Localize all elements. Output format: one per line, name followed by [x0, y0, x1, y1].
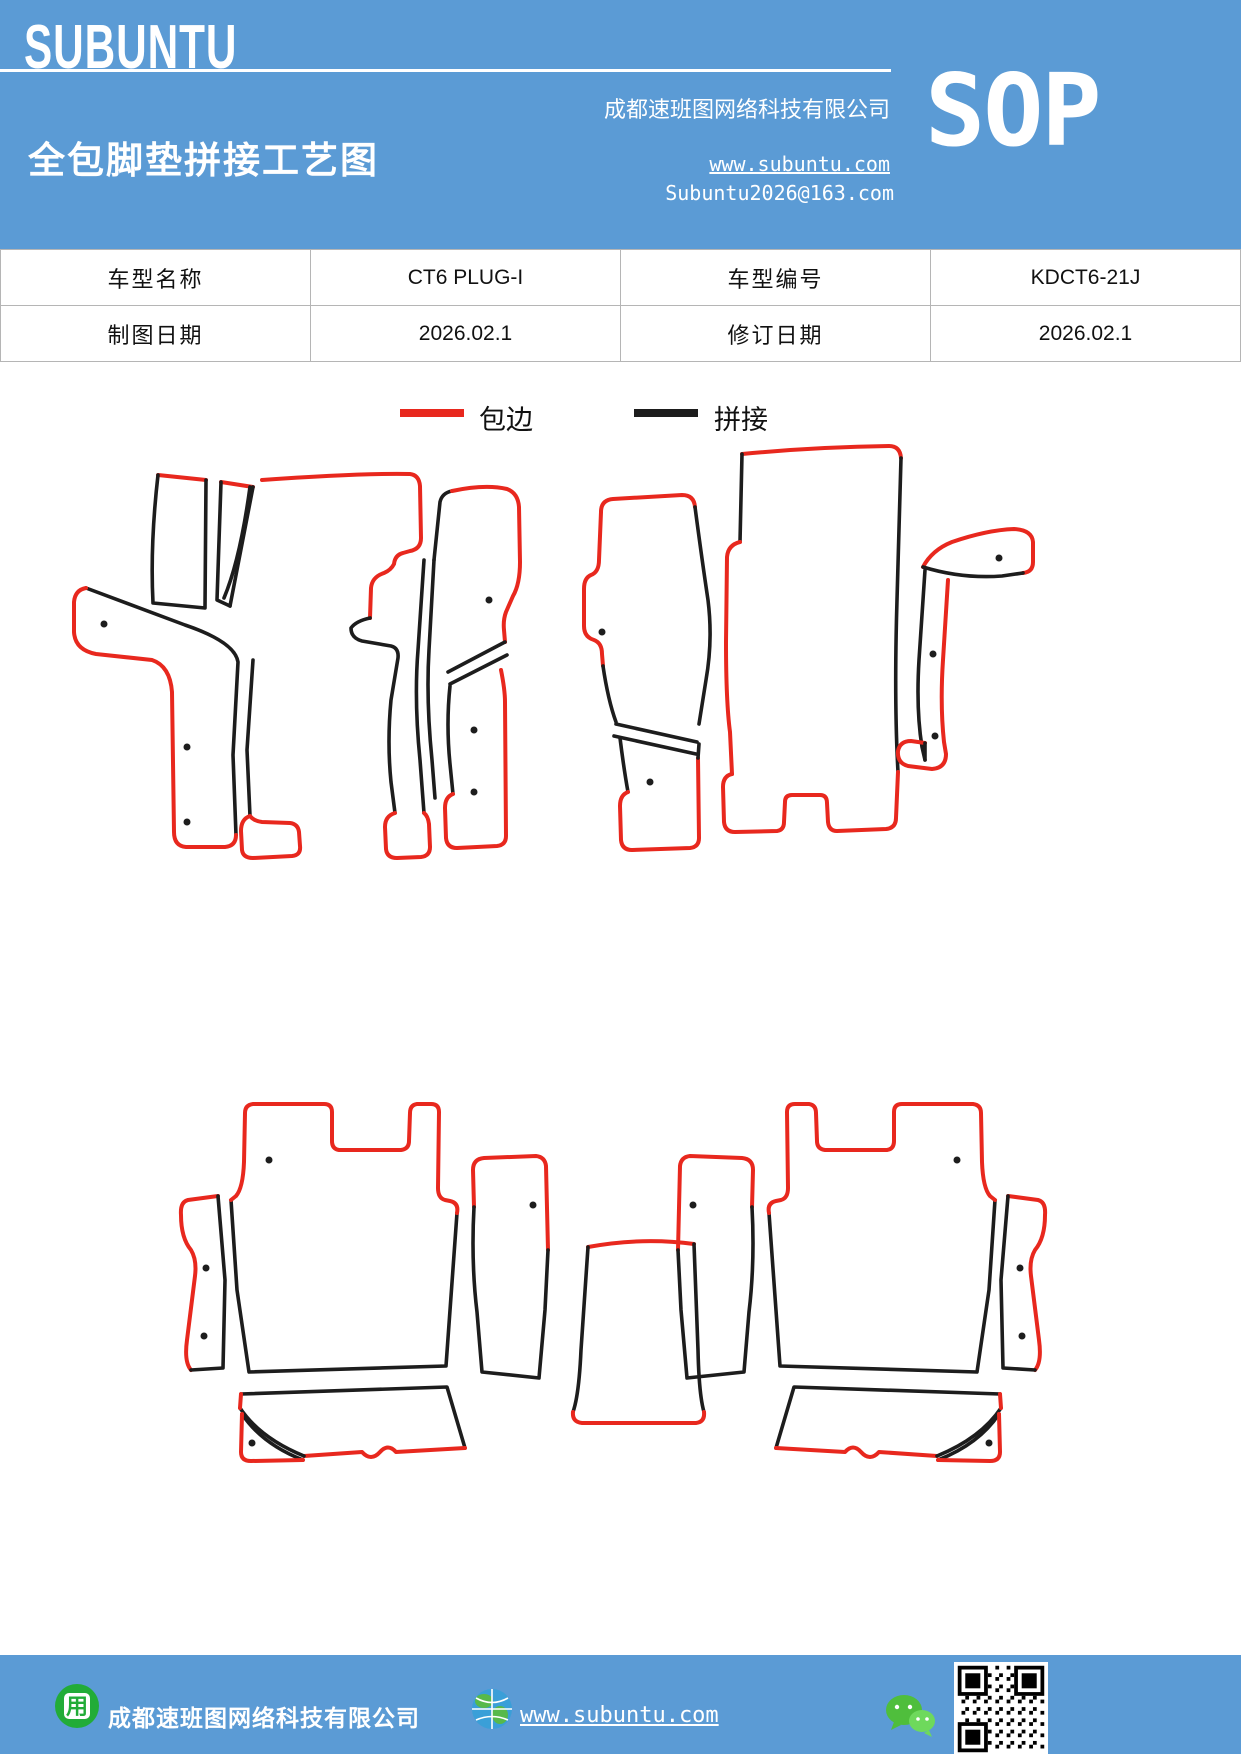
company-logo-icon: 用	[55, 1684, 99, 1728]
registration-dot	[995, 554, 1003, 562]
footer-website-link[interactable]: www.subuntu.com	[520, 1703, 719, 1728]
svg-text:用: 用	[66, 1694, 88, 1719]
registration-dot	[100, 620, 108, 628]
registration-dot	[985, 1439, 993, 1447]
registration-dot	[485, 596, 493, 604]
edge-legend-label: 包边	[479, 405, 533, 435]
front-right-hook-strip	[895, 527, 1035, 771]
registration-dot	[470, 788, 478, 796]
registration-dot	[689, 1201, 697, 1209]
rear-right-strip	[999, 1194, 1048, 1372]
rear-right-body	[766, 1102, 997, 1374]
front-left-side-piece	[426, 484, 522, 800]
header-website-link[interactable]: www.subuntu.com	[709, 152, 890, 176]
registration-dot	[1018, 1332, 1026, 1340]
registration-dot	[202, 1264, 210, 1272]
sop-label: SOP	[925, 52, 1102, 169]
registration-dot	[953, 1156, 961, 1164]
vehicle-info-table: 车型名称 CT6 PLUG-I 车型编号 KDCT6-21J 制图日期 2026…	[0, 249, 1241, 362]
splice-legend-label: 拼接	[714, 405, 768, 435]
qr-code	[954, 1662, 1048, 1754]
rear-right-small-piece	[676, 1154, 755, 1380]
splice-line-swatch	[634, 409, 698, 417]
footer: 用 成都速班图网络科技有限公司 www.subuntu.com	[0, 1655, 1241, 1754]
front-left-arm-strip	[72, 586, 240, 849]
rear-left-strip	[178, 1194, 227, 1372]
model-code-value: KDCT6-21J	[930, 249, 1241, 306]
header: SUBUNTU 成都速班图网络科技有限公司 SOP 全包脚垫拼接工艺图 www.…	[0, 0, 1241, 249]
registration-dot	[183, 743, 191, 751]
front-left-main-body	[239, 471, 432, 860]
header-company-name: 成都速班图网络科技有限公司	[603, 97, 890, 122]
footer-company-name: 成都速班图网络科技有限公司	[108, 1705, 420, 1731]
front-right-side-piece	[582, 493, 712, 852]
legend: 包边 拼接	[0, 398, 1241, 435]
rear-left-small-piece	[471, 1154, 550, 1380]
rear-left-trapezoid	[238, 1385, 467, 1463]
registration-dot	[646, 778, 654, 786]
globe-icon	[472, 1689, 512, 1729]
page-title: 全包脚垫拼接工艺图	[28, 140, 379, 181]
front-left-window-2	[215, 480, 255, 608]
rear-left-body	[229, 1102, 460, 1374]
front-left-window-1	[150, 473, 208, 610]
revision-date-value: 2026.02.1	[930, 305, 1241, 362]
front-right-main-body	[721, 444, 903, 834]
registration-dot	[931, 732, 939, 740]
registration-dot	[248, 1439, 256, 1447]
rear-right-trapezoid	[774, 1385, 1003, 1463]
revision-date-label: 修订日期	[620, 305, 931, 362]
rear-center-piece	[570, 1239, 707, 1425]
front-left-lower-piece	[443, 668, 508, 850]
draw-date-value: 2026.02.1	[310, 305, 621, 362]
wechat-icon	[886, 1695, 935, 1737]
registration-dot	[265, 1156, 273, 1164]
registration-dot	[598, 628, 606, 636]
registration-dot	[470, 726, 478, 734]
header-email: Subuntu2026@163.com	[665, 181, 894, 205]
registration-dot	[929, 650, 937, 658]
registration-dot	[200, 1332, 208, 1340]
model-name-label: 车型名称	[0, 249, 311, 306]
registration-dot	[1016, 1264, 1024, 1272]
registration-dot	[529, 1201, 537, 1209]
edge-line-swatch	[400, 409, 464, 417]
model-name-value: CT6 PLUG-I	[310, 249, 621, 306]
draw-date-label: 制图日期	[0, 305, 311, 362]
registration-dot	[183, 818, 191, 826]
table-row: 制图日期 2026.02.1 修订日期 2026.02.1	[0, 305, 1241, 362]
model-code-label: 车型编号	[620, 249, 931, 306]
header-divider	[0, 69, 891, 72]
table-row: 车型名称 CT6 PLUG-I 车型编号 KDCT6-21J	[0, 249, 1241, 306]
